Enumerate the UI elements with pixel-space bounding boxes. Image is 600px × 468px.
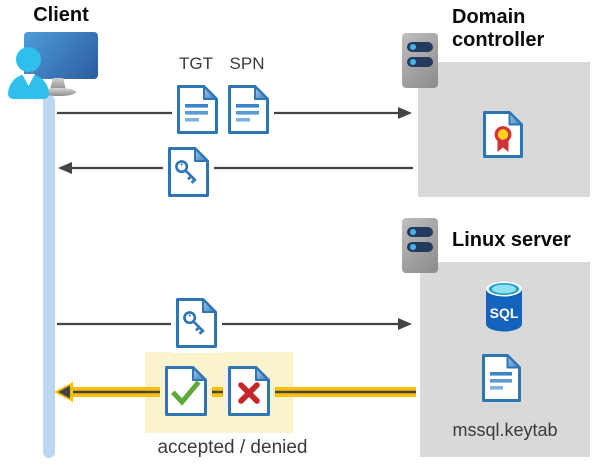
server-led (410, 244, 416, 250)
arrow-domain-controller-to-client (58, 162, 413, 174)
spn-label: SPN (229, 54, 265, 73)
client-label: Client (33, 4, 89, 26)
client-timeline-bar (43, 95, 55, 458)
arrow-client-to-linux-server (57, 318, 412, 330)
keytab-file-label: mssql.keytab (452, 420, 558, 440)
key-document-icon (168, 147, 209, 197)
server-drive-slot (407, 57, 433, 67)
key-document-icon (176, 298, 217, 348)
linux-server-label: Linux server (452, 229, 571, 251)
certificate-icon (483, 111, 523, 158)
accepted-denied-label: accepted / denied (157, 437, 308, 458)
domain-controller-server-icon (402, 33, 438, 88)
server-drive-slot (407, 242, 433, 252)
accepted-check-document-icon (165, 366, 207, 416)
x-icon (238, 382, 260, 404)
keytab-document-icon (482, 354, 521, 402)
sql-badge-text: SQL (490, 305, 519, 321)
sql-database-icon: SQL (486, 281, 522, 332)
denied-x-document-icon (228, 366, 270, 416)
server-drive-slot (407, 42, 433, 52)
linux-server-server-icon (402, 218, 438, 273)
check-icon (170, 380, 201, 406)
server-led (410, 229, 416, 235)
monitor-stand-base (41, 88, 76, 96)
monitor-stand (50, 78, 66, 90)
server-led (410, 44, 416, 50)
tgt-document-icon (177, 85, 218, 134)
server-led (410, 59, 416, 65)
server-drive-slot (407, 227, 433, 237)
person-icon (16, 47, 41, 72)
client-icon (8, 30, 100, 99)
tgt-label: TGT (179, 54, 213, 73)
spn-document-icon (228, 85, 269, 134)
domain-controller-label: Domain controller (452, 6, 545, 51)
